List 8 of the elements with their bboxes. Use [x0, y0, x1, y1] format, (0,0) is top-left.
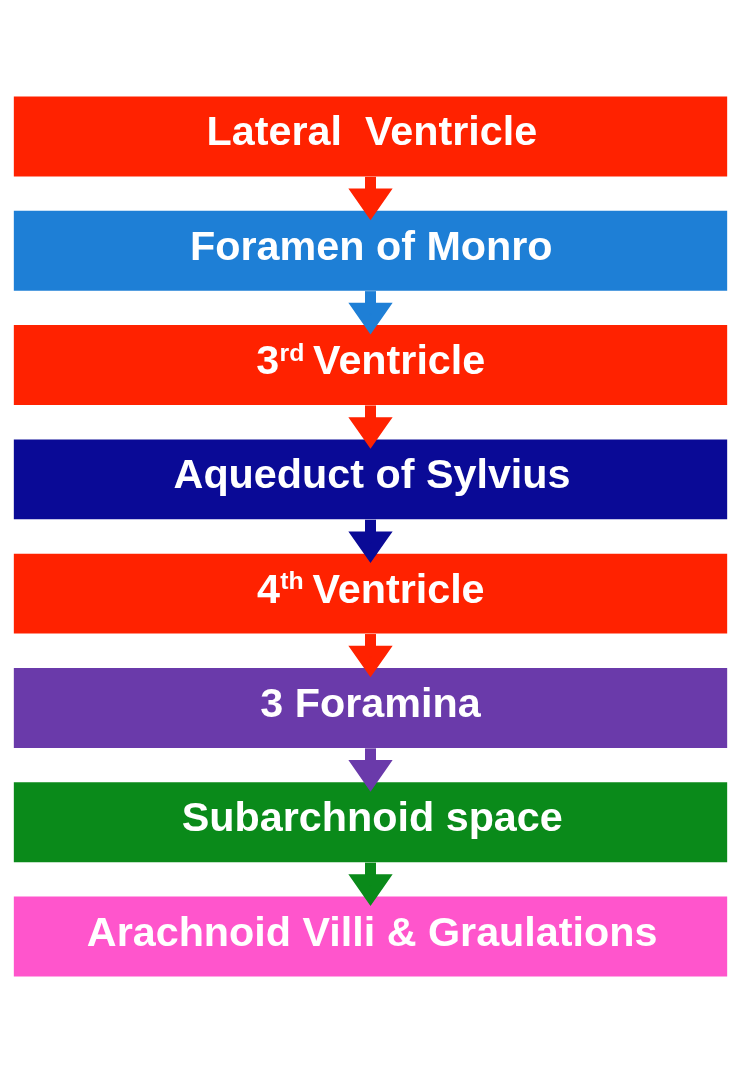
node-box: 4$^{th}$ Ventricle	[13, 553, 728, 634]
node-box: 3 Foramina	[13, 667, 728, 748]
node-box: Lateral Ventricle	[13, 96, 728, 176]
node-box: Aqueduct of Sylvius	[13, 438, 728, 519]
node-box: Arachnoid Villi & Graulations	[13, 896, 728, 976]
node-box: Subarchnoid space	[13, 781, 728, 862]
node-box: 3$^{rd}$ Ventricle	[13, 324, 728, 405]
node-box: Foramen of Monro	[13, 210, 728, 291]
